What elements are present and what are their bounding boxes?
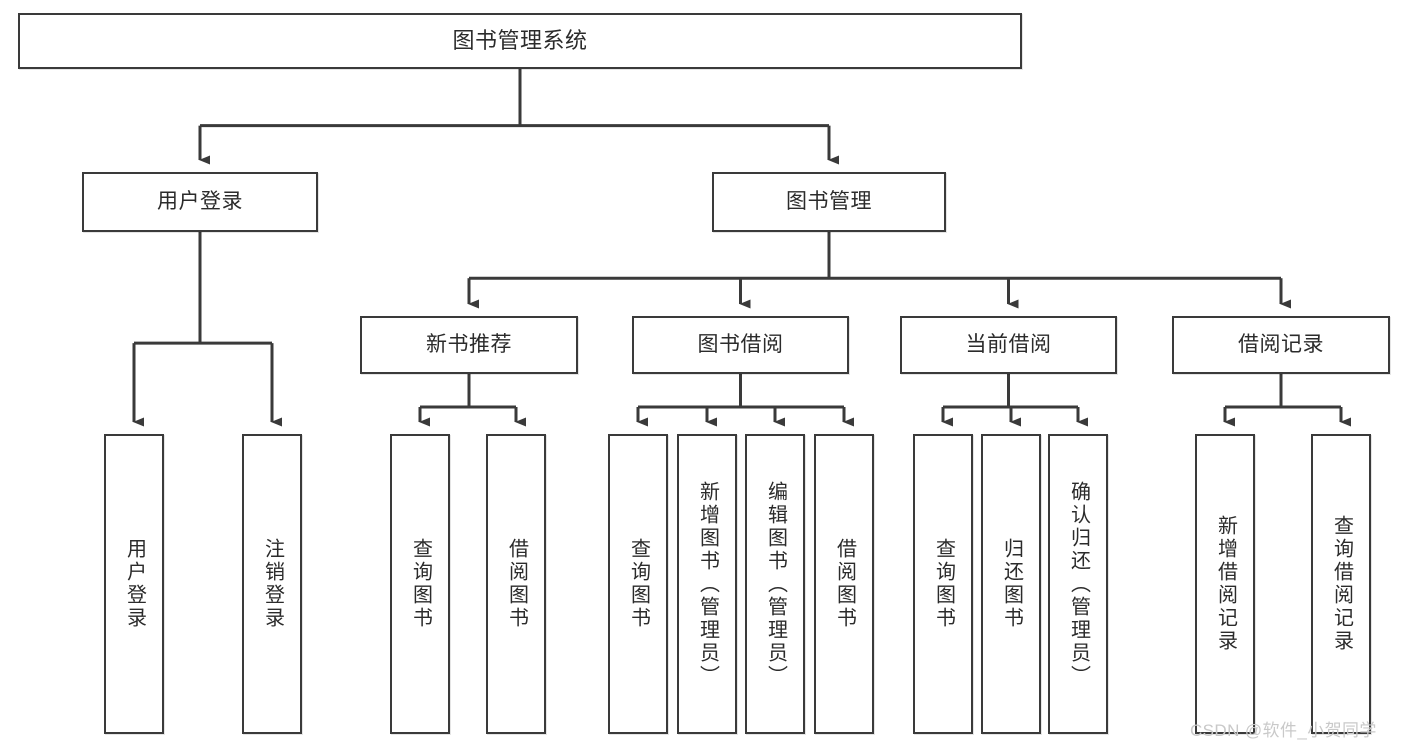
csdn-watermark: CSDN @软件_小贺同学	[1190, 721, 1377, 740]
node-label: 查询图书	[409, 538, 432, 630]
node-label: 注销登录	[261, 538, 284, 630]
node-book-borrow[interactable]: 图书借阅	[632, 316, 849, 374]
node-leaf-return-book[interactable]: 归还图书	[981, 434, 1041, 734]
node-leaf-edit-book[interactable]: 编辑图书（管理员）	[745, 434, 805, 734]
node-label: 编辑图书（管理员）	[764, 480, 787, 688]
node-leaf-borrow-book-2[interactable]: 借阅图书	[814, 434, 874, 734]
node-current-borrow[interactable]: 当前借阅	[900, 316, 1117, 374]
node-leaf-query-book-2[interactable]: 查询图书	[608, 434, 668, 734]
node-label: 借阅图书	[833, 538, 856, 630]
node-leaf-query-record[interactable]: 查询借阅记录	[1311, 434, 1371, 734]
node-label: 查询借阅记录	[1330, 515, 1353, 653]
node-label: 归还图书	[1000, 538, 1023, 630]
node-leaf-user-login[interactable]: 用户登录	[104, 434, 164, 734]
node-label: 借阅图书	[505, 538, 528, 630]
node-root[interactable]: 图书管理系统	[18, 13, 1022, 69]
node-leaf-borrow-book-1[interactable]: 借阅图书	[486, 434, 546, 734]
node-label: 借阅记录	[1238, 332, 1324, 356]
node-leaf-confirm-return[interactable]: 确认归还（管理员）	[1048, 434, 1108, 734]
node-label: 查询图书	[627, 538, 650, 630]
node-label: 用户登录	[123, 538, 146, 630]
node-leaf-query-book-1[interactable]: 查询图书	[390, 434, 450, 734]
node-label: 查询图书	[932, 538, 955, 630]
node-leaf-query-book-3[interactable]: 查询图书	[913, 434, 973, 734]
node-label: 确认归还（管理员）	[1067, 480, 1090, 688]
node-label: 当前借阅	[965, 332, 1052, 356]
node-book-manage[interactable]: 图书管理	[712, 172, 946, 232]
node-label: 图书管理系统	[452, 28, 588, 54]
node-label: 新增借阅记录	[1214, 515, 1237, 653]
node-label: 图书借阅	[697, 332, 784, 356]
node-new-book-recommend[interactable]: 新书推荐	[360, 316, 578, 374]
node-borrow-record[interactable]: 借阅记录	[1172, 316, 1390, 374]
node-label: 用户登录	[157, 189, 243, 213]
node-label: 新增图书（管理员）	[696, 480, 719, 688]
node-leaf-add-record[interactable]: 新增借阅记录	[1195, 434, 1255, 734]
node-label: 新书推荐	[426, 332, 512, 356]
node-user-login[interactable]: 用户登录	[82, 172, 318, 232]
node-leaf-logout[interactable]: 注销登录	[242, 434, 302, 734]
node-label: 图书管理	[786, 189, 872, 213]
node-leaf-add-book[interactable]: 新增图书（管理员）	[677, 434, 737, 734]
